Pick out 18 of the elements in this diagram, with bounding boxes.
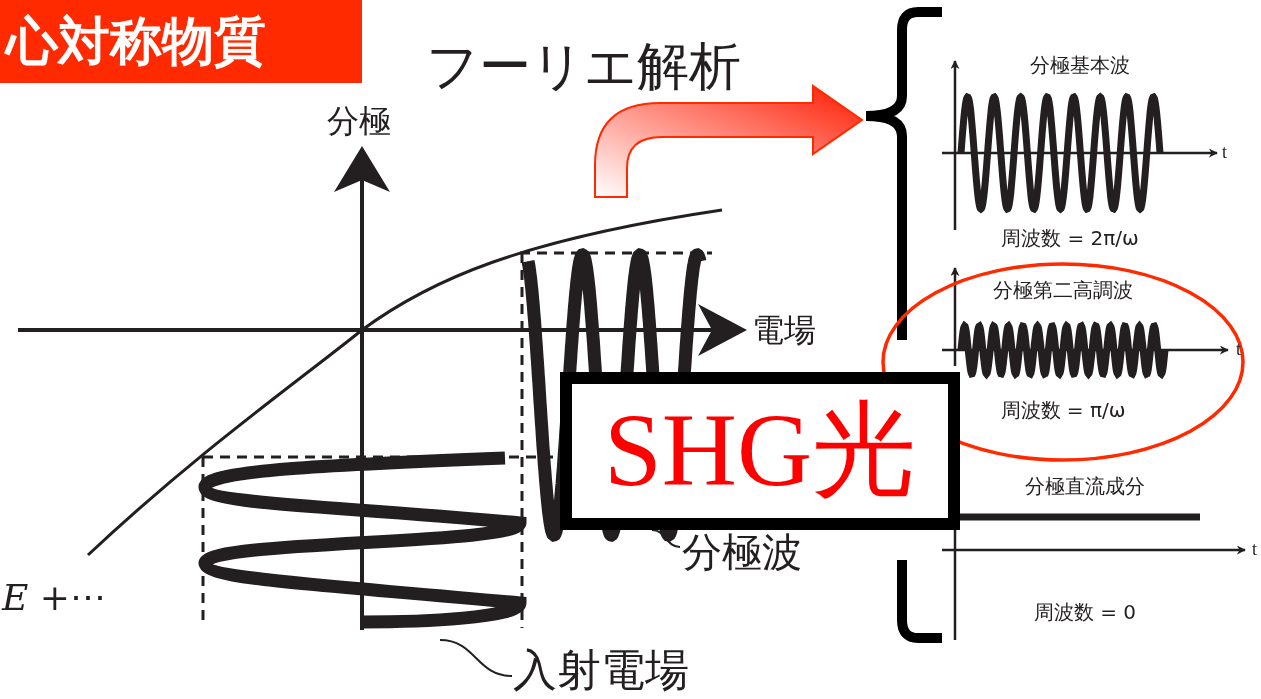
axis-label: t <box>1236 340 1241 358</box>
incident-wave <box>198 451 527 629</box>
leader-line <box>439 639 513 677</box>
leader-line <box>651 529 681 548</box>
axis-label: t <box>1252 540 1257 558</box>
heading-label: フーリエ解析 <box>426 40 741 92</box>
frequency-label: 周波数 = π/ω <box>1000 400 1126 420</box>
panel-title: 分極基本波 <box>1030 55 1130 75</box>
frequency-label: 周波数 = 0 <box>1033 602 1137 622</box>
callout-label: 分極波 <box>682 532 802 572</box>
panel-title: 分極第二高調波 <box>993 280 1133 300</box>
callout-label: 入射電場 <box>513 648 689 692</box>
formula: E +⋯ <box>2 580 106 616</box>
axis-label: t <box>1222 143 1227 161</box>
axis-label: 分極 <box>327 105 391 137</box>
axis-label: 電場 <box>752 314 816 346</box>
shg-box: SHG光 <box>560 372 960 530</box>
title-banner: 心対称物質 <box>0 0 362 83</box>
